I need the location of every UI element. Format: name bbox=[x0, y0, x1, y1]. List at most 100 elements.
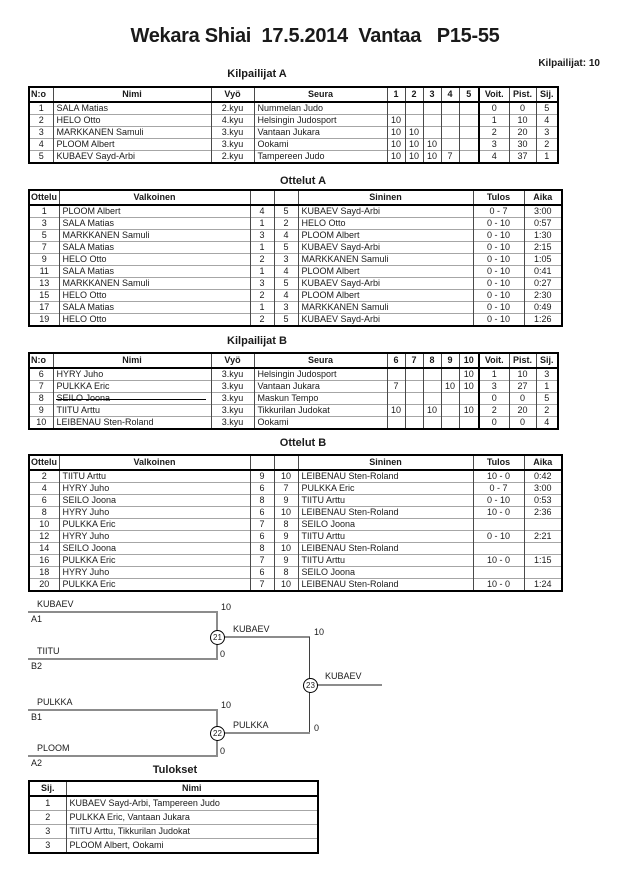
cell-ottelu: 2 bbox=[28, 470, 59, 483]
cell-aika: 3:00 bbox=[523, 205, 562, 218]
cell-sno: 9 bbox=[273, 554, 298, 567]
cell-s4 bbox=[440, 392, 459, 405]
cell-seura: Vantaan Jukara bbox=[253, 126, 387, 139]
cell-voit: 0 bbox=[478, 392, 509, 405]
cell-vno: 1 bbox=[249, 217, 274, 230]
cell-sij: 1 bbox=[535, 380, 558, 393]
cell-s2 bbox=[404, 368, 423, 381]
cell-s4 bbox=[440, 368, 459, 381]
cell-valkoinen: SALA Matias bbox=[58, 241, 250, 254]
cell-valkoinen: PULKKA Eric bbox=[58, 578, 250, 591]
cell-tulos: 0 - 7 bbox=[472, 482, 524, 495]
cell-seura: Helsingin Judosport bbox=[253, 114, 387, 127]
cell-s3 bbox=[422, 392, 441, 405]
cell-aika: 1:24 bbox=[523, 578, 562, 591]
cell-vno: 6 bbox=[249, 482, 274, 495]
cell-s3 bbox=[422, 114, 441, 127]
cell-s1 bbox=[386, 368, 405, 381]
cell-s2 bbox=[404, 380, 423, 393]
match-number-circle: 22 bbox=[210, 726, 225, 741]
cell-sij: 1 bbox=[535, 150, 558, 163]
cell-ottelu: 11 bbox=[28, 265, 59, 278]
cell-s3 bbox=[422, 368, 441, 381]
col-header bbox=[249, 455, 274, 471]
cell-nimi: KUBAEV Sayd-Arbi, Tampereen Judo bbox=[65, 796, 318, 811]
bracket-player-name: PLOOM bbox=[37, 743, 70, 753]
col-header: Sij. bbox=[28, 781, 66, 797]
header-row: N:o Nimi Vyö Seura 1 2 3 4 5 Voit. Pist.… bbox=[28, 87, 558, 103]
cell-sininen: TIITU Arttu bbox=[297, 554, 473, 567]
cell-vno: 1 bbox=[249, 265, 274, 278]
cell-s5 bbox=[458, 126, 479, 139]
cell-aika: 2:36 bbox=[523, 506, 562, 519]
pool-a-heading: Kilpailijat A bbox=[227, 68, 287, 80]
cell-voit: 3 bbox=[478, 138, 509, 151]
cell-valkoinen: HYRY Juho bbox=[58, 506, 250, 519]
cell-s5 bbox=[458, 138, 479, 151]
bracket-player-name: KUBAEV bbox=[37, 599, 74, 609]
col-header: 9 bbox=[440, 353, 459, 369]
bracket-line bbox=[28, 658, 218, 660]
cell-vno: 6 bbox=[249, 530, 274, 543]
col-header: Tulos bbox=[472, 455, 524, 471]
cell-s2 bbox=[404, 404, 423, 417]
matches-b-heading: Ottelut B bbox=[279, 437, 327, 449]
bracket-player-name: TIITU bbox=[37, 646, 60, 656]
cell-s5: 10 bbox=[458, 368, 479, 381]
cell-nimi: SEILO Joona bbox=[52, 392, 211, 405]
cell-no: 7 bbox=[28, 380, 53, 393]
cell-ottelu: 7 bbox=[28, 241, 59, 254]
cell-sno: 10 bbox=[273, 578, 298, 591]
bracket-seed: A2 bbox=[31, 758, 43, 768]
cell-seura: Helsingin Judosport bbox=[253, 368, 387, 381]
cell-tulos: 0 - 10 bbox=[472, 289, 524, 302]
col-header: Voit. bbox=[478, 353, 509, 369]
cell-sno: 8 bbox=[273, 518, 298, 531]
cell-sininen: HELO Otto bbox=[297, 217, 473, 230]
cell-voit: 4 bbox=[478, 150, 509, 163]
cell-aika: 0:42 bbox=[523, 470, 562, 483]
cell-voit: 1 bbox=[478, 368, 509, 381]
col-header: 5 bbox=[458, 87, 479, 103]
cell-sininen: LEIBENAU Sten-Roland bbox=[297, 578, 473, 591]
cell-tulos: 0 - 10 bbox=[472, 265, 524, 278]
cell-pist: 30 bbox=[508, 138, 536, 151]
cell-sininen: KUBAEV Sayd-Arbi bbox=[297, 205, 473, 218]
cell-nimi: KUBAEV Sayd-Arbi bbox=[52, 150, 211, 163]
col-header bbox=[273, 455, 298, 471]
competitor-count: Kilpailijat: 10 bbox=[538, 58, 600, 69]
cell-ottelu: 20 bbox=[28, 578, 59, 591]
cell-tulos: 0 - 10 bbox=[472, 277, 524, 290]
cell-sno: 5 bbox=[273, 313, 298, 326]
cell-aika: 0:27 bbox=[523, 277, 562, 290]
col-header: Aika bbox=[523, 455, 562, 471]
cell-s4 bbox=[440, 102, 459, 115]
cell-s3 bbox=[422, 380, 441, 393]
cell-aika: 1:26 bbox=[523, 313, 562, 326]
col-header: Nimi bbox=[52, 353, 211, 369]
cell-aika: 0:57 bbox=[523, 217, 562, 230]
header-row: N:o Nimi Vyö Seura 6 7 8 9 10 Voit. Pist… bbox=[28, 353, 558, 369]
results-heading: Tulokset bbox=[152, 764, 198, 776]
cell-ottelu: 17 bbox=[28, 301, 59, 314]
cell-s5 bbox=[458, 392, 479, 405]
cell-s5 bbox=[458, 416, 479, 429]
cell-seura: Nummelan Judo bbox=[253, 102, 387, 115]
cell-pist: 20 bbox=[508, 404, 536, 417]
cell-s1 bbox=[386, 416, 405, 429]
cell-s1 bbox=[386, 102, 405, 115]
bracket-score: 10 bbox=[221, 700, 232, 710]
header-row: Ottelu Valkoinen Sininen Tulos Aika bbox=[28, 190, 562, 206]
